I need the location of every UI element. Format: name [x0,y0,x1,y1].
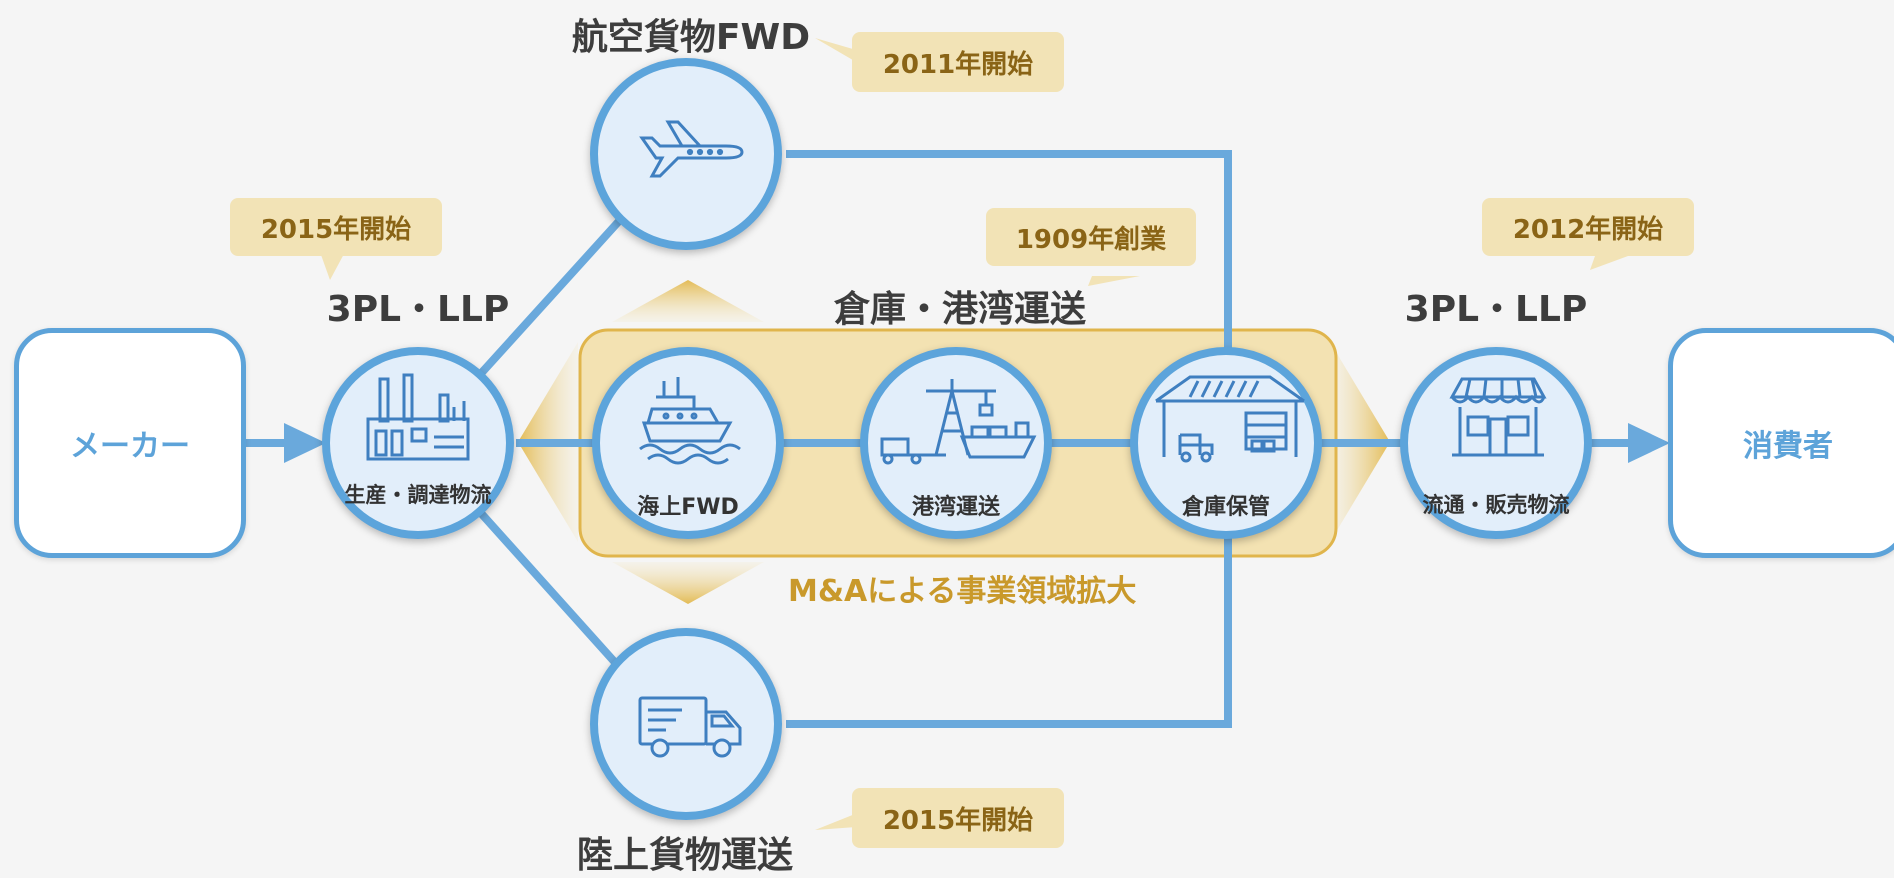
right-3pl-heading: 3PL・LLP [1404,289,1588,330]
consumer-label: 消費者 [1743,429,1833,464]
storefront-icon [1449,377,1547,457]
port-transport-label: 港湾運送 [911,495,1000,520]
production-label: 生産・調達物流 [344,483,492,507]
warehouse-port-heading: 倉庫・港湾運送 [833,289,1086,330]
distribution-label: 流通・販売物流 [1422,493,1570,517]
air-fwd-node [590,58,782,250]
airplane-icon [639,120,744,178]
factory-icon [366,373,470,461]
distribution-node: 流通・販売物流 [1400,347,1592,539]
sea-fwd-label: 海上FWD [637,495,739,520]
maker-label: メーカー [70,429,190,464]
sea-fwd-node: 海上FWD [592,347,784,539]
founded-tag: 1909年創業 [986,208,1196,266]
maker-box: メーカー [14,328,246,558]
warehouse-label: 倉庫保管 [1181,495,1270,520]
ma-expansion-label: M&Aによる事業領域拡大 [788,574,1137,609]
consumer-box: 消費者 [1668,328,1894,558]
left-3pl-heading: 3PL・LLP [326,289,510,330]
arrow-head-right [1628,423,1670,463]
warehouse-icon [1155,375,1305,463]
air-start-tag: 2011年開始 [852,32,1064,92]
production-node: 生産・調達物流 [322,347,514,539]
air-fwd-heading: 航空貨物FWD [571,17,811,58]
expansion-arrow-down [612,562,764,604]
port-transport-node: 港湾運送 [860,347,1052,539]
arrow-head-left [284,423,326,463]
land-transport-heading: 陸上貨物運送 [576,835,793,876]
right-3pl-start-tag: 2012年開始 [1482,198,1694,256]
expansion-arrow-up [612,280,764,322]
land-start-tag: 2015年開始 [852,788,1064,848]
port-crane-icon [880,379,1037,465]
warehouse-node: 倉庫保管 [1130,347,1322,539]
ship-icon [639,377,741,465]
land-transport-node [590,628,782,820]
left-3pl-start-tag: 2015年開始 [230,198,442,256]
truck-icon [638,696,742,758]
